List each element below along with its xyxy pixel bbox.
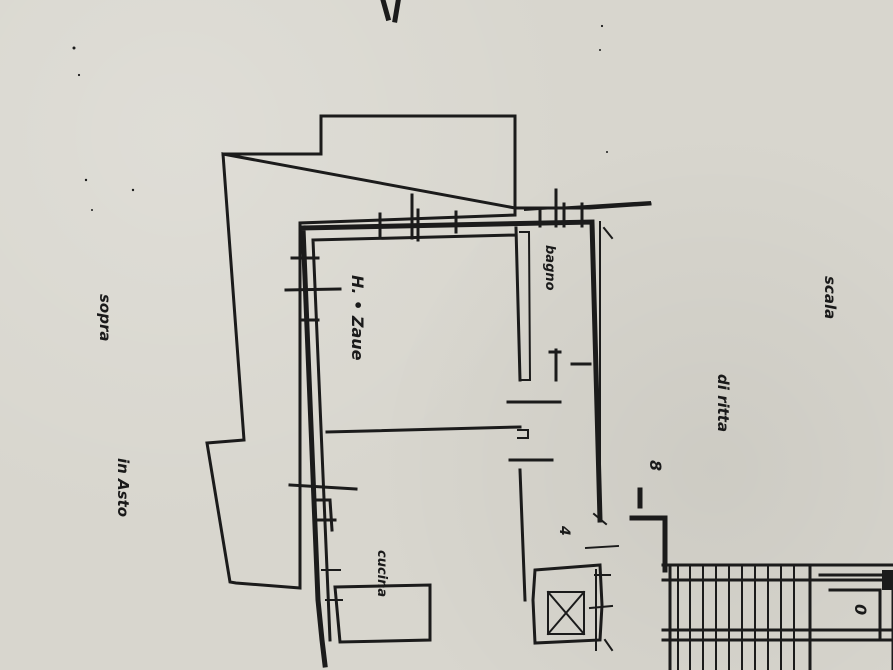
- window-marks: [284, 188, 592, 601]
- label-stairs-bottom: di ritta: [714, 374, 732, 432]
- label-stair-number: 0: [851, 604, 870, 615]
- stairwell: [531, 563, 614, 652]
- staircase: [661, 563, 893, 670]
- label-left-bottom: in Asto: [114, 458, 132, 517]
- top-right-line: [523, 200, 652, 212]
- dimension-marks: [584, 221, 668, 573]
- top-left-mark: [380, 0, 401, 23]
- apartment-outer-walls: [300, 219, 603, 668]
- label-bath: bagno: [542, 245, 557, 291]
- label-marker-4: 4: [556, 525, 572, 536]
- labels: H. • Zaue cucina bagno scala di ritta so…: [96, 245, 870, 615]
- paper-specks: [72, 24, 608, 211]
- label-stairs-top: scala: [821, 276, 839, 319]
- label-marker-8: 8: [646, 460, 665, 471]
- label-room-main: H. • Zaue: [348, 275, 367, 361]
- terrace-outline: [205, 114, 652, 590]
- label-kitchen: cucina: [374, 550, 389, 597]
- label-left-top: sopra: [96, 294, 114, 342]
- apartment-inner-walls: [311, 226, 527, 644]
